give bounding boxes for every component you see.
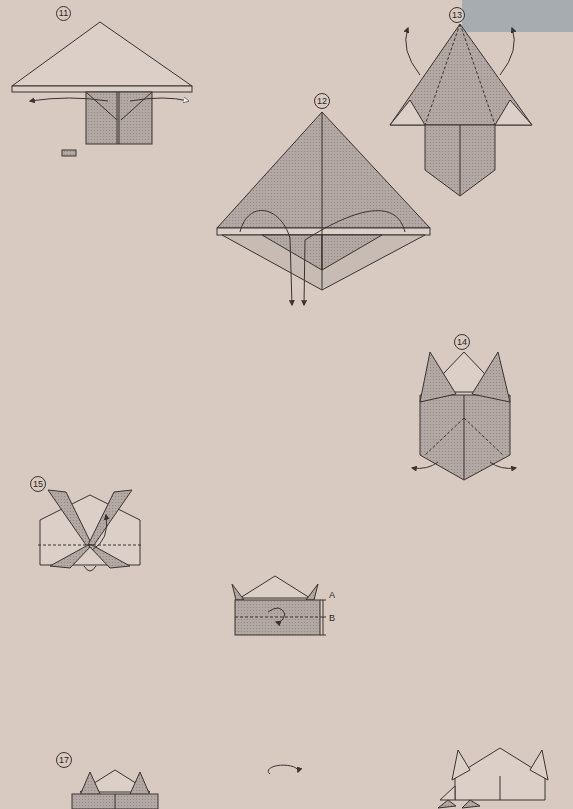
step-number-text: 11	[59, 9, 68, 18]
step-number: 17	[56, 752, 72, 768]
step-17-figure	[72, 765, 298, 809]
step-number: 15	[30, 476, 46, 492]
step-number-text: 13	[452, 11, 462, 20]
step-number-text: 14	[457, 338, 467, 347]
step-15-figure	[38, 490, 142, 571]
step-number-text: 17	[59, 756, 69, 765]
blue-smudge	[462, 0, 573, 32]
step-14-figure	[412, 352, 516, 480]
dimension-letter: A	[328, 591, 336, 600]
step-number: 13	[449, 7, 465, 23]
step-number: 11	[56, 6, 71, 21]
step-13-figure	[390, 24, 532, 196]
finished-frog	[438, 748, 548, 808]
step-number-text: 12	[317, 97, 327, 106]
step-number-text: 15	[33, 480, 43, 489]
step-number: 12	[314, 93, 330, 109]
step-16-figure	[232, 576, 326, 635]
step-number: 14	[454, 334, 470, 350]
dimension-letter: B	[328, 614, 336, 623]
step-11-figure	[12, 22, 192, 156]
step-12-figure	[217, 112, 430, 305]
